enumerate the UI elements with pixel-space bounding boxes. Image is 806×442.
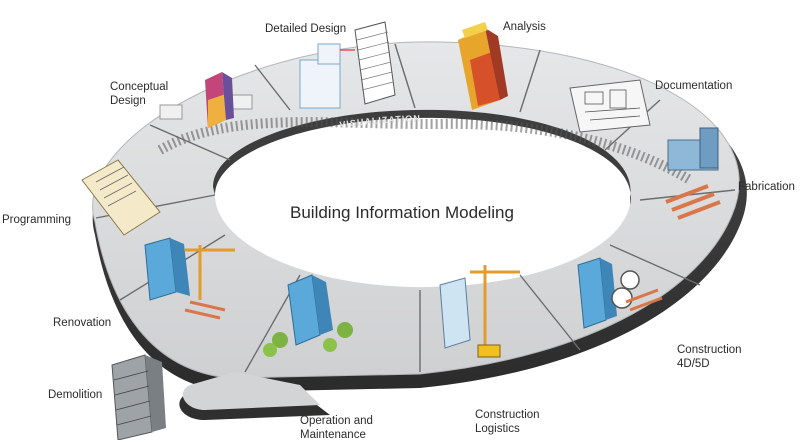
documentation-icon: [569, 79, 651, 133]
stage-fabrication: Fabrication: [738, 181, 795, 193]
stage-documentation: Documentation: [655, 80, 733, 92]
stage-programming: Programming: [2, 214, 72, 226]
detailed-design-icon: [299, 21, 396, 109]
demolition-icon: [111, 354, 166, 440]
conceptual-design-icon: [159, 72, 253, 128]
operation-maintenance-icon: [263, 274, 353, 357]
stage-renovation: Renovation: [53, 317, 112, 329]
fabrication-icon: [665, 127, 721, 220]
construction-logistics-icon: [439, 265, 520, 358]
ring-inner-hole: [215, 117, 631, 288]
stage-detailed-design: Detailed Design: [265, 23, 347, 35]
programming-icon: [81, 159, 161, 236]
page-title: Building Information Modeling: [290, 203, 514, 222]
analysis-icon: [458, 22, 508, 110]
stage-construction-4d5d: Construction 4D/5D: [677, 344, 742, 370]
stage-analysis: Analysis: [503, 21, 546, 33]
renovation-icon: [144, 237, 235, 320]
stage-construction-logistics: Construction Logistics: [475, 409, 540, 435]
stage-demolition: Demolition: [48, 389, 103, 401]
construction-4d5d-icon: [577, 257, 663, 329]
stage-operation-maintenance: Operation and Maintenance: [300, 415, 373, 441]
stage-conceptual-design: Conceptual Design: [110, 81, 169, 107]
